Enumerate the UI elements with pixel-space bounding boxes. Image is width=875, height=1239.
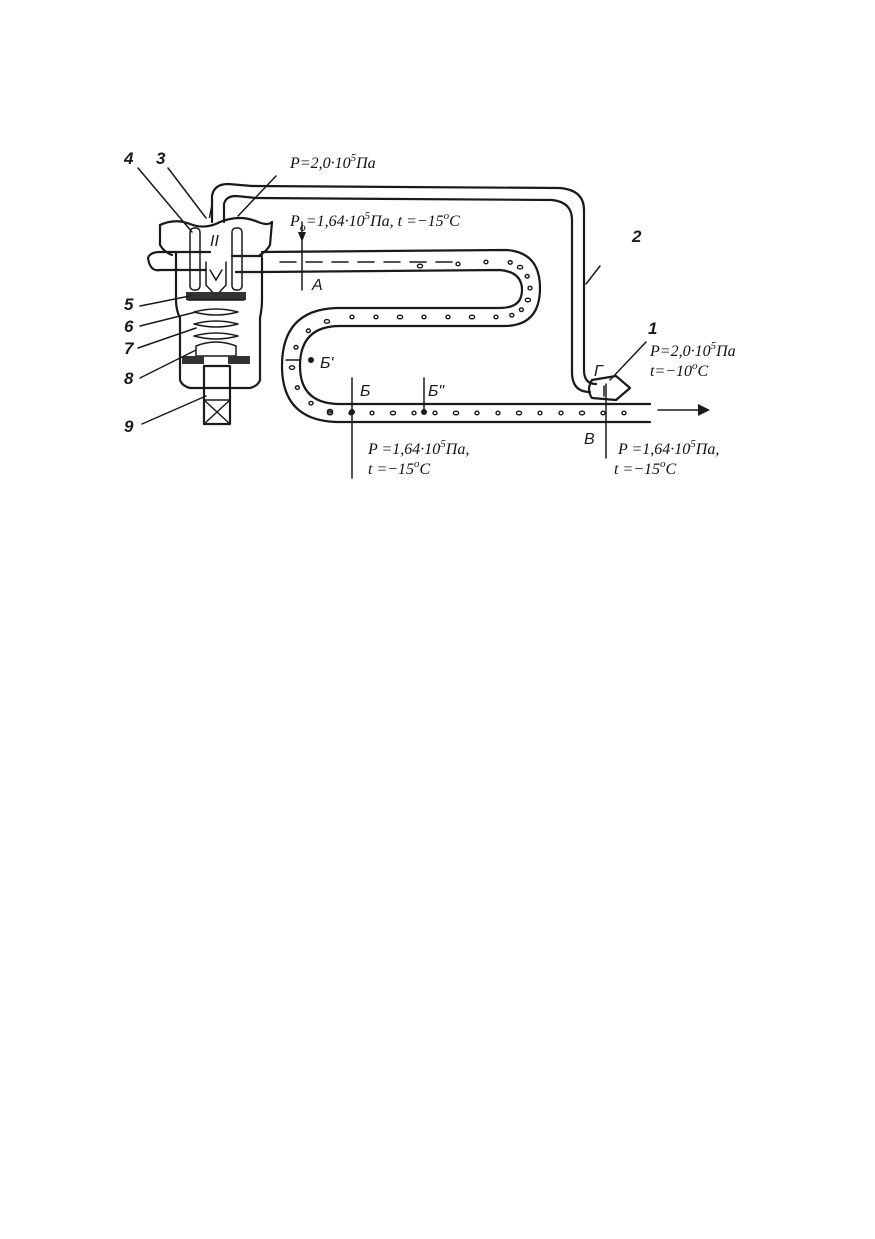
part-number-3: 3 [156, 149, 166, 168]
sensing-bulb [587, 374, 632, 402]
valve-body [146, 182, 274, 426]
bubble [516, 264, 524, 270]
annotation-top-pressure: P=2,0·105Па [289, 152, 376, 172]
annotation-point-b-temperature: t =−15оС [368, 458, 431, 478]
bubble [421, 314, 427, 320]
bubble [495, 410, 501, 416]
part-number-4: 4 [123, 149, 134, 168]
bubble [493, 314, 499, 320]
bubble [288, 365, 296, 371]
part-number-5: 5 [124, 295, 134, 314]
bubble [524, 273, 530, 279]
bubble [474, 410, 480, 416]
point-B-double-label: Б" [428, 383, 445, 400]
bubble [558, 410, 564, 416]
bubble [416, 263, 424, 269]
bubble [323, 318, 331, 324]
section-marks [285, 221, 607, 479]
part-number-8: 8 [124, 369, 134, 388]
bubble [389, 410, 397, 416]
bubble [294, 385, 301, 391]
annotation-point-b-pressure: P =1,64·105Па, [367, 438, 469, 458]
evaporator-coil [260, 248, 652, 424]
bubble [537, 410, 543, 416]
bubble [293, 344, 299, 350]
bubble [507, 259, 513, 265]
annotations: P=2,0·105Па Pо=1,64·105Па, t =−15оС P=2,… [289, 152, 736, 478]
outlet-arrow [657, 404, 710, 416]
bubble [600, 410, 606, 416]
part-number-2: 2 [631, 227, 642, 246]
bubble [452, 410, 460, 416]
bubble [308, 400, 314, 406]
bubble [524, 297, 532, 303]
bubble [349, 314, 355, 320]
bubble [396, 314, 404, 320]
part-number-9: 9 [124, 417, 134, 436]
annotation-outlet-state: Pо=1,64·105Па, t =−15оС [289, 210, 460, 234]
bubble [455, 261, 461, 267]
point-B-prime-label: Б' [320, 355, 334, 372]
bubble [527, 285, 533, 291]
part-number-6: 6 [124, 317, 134, 336]
annotation-point-v-pressure: P =1,64·105Па, [617, 438, 719, 458]
refrigerant-bubbles [288, 259, 627, 416]
chamber-I-label: I [208, 205, 213, 222]
bubble [518, 307, 525, 313]
bubble [369, 410, 375, 416]
letter-labels: I II А Б' Б Б" В Г [208, 205, 604, 448]
bubble [432, 410, 438, 416]
point-B-label: Б [360, 383, 370, 400]
bubble [578, 410, 586, 416]
bubble [373, 314, 379, 320]
point-V-label: В [584, 431, 595, 448]
capillary-tube [250, 184, 598, 394]
bubble [621, 410, 627, 416]
annotation-point-v-temperature: t =−15оС [614, 458, 677, 478]
annotation-bulb-temperature: t=−10оС [650, 360, 709, 380]
bubble [326, 408, 334, 414]
bubble [445, 314, 451, 320]
leader-lines [137, 167, 647, 425]
bubble [411, 410, 417, 416]
bubble [515, 410, 523, 416]
part-numbers: 4 3 5 6 7 8 9 2 1 [123, 149, 657, 436]
part-number-1: 1 [648, 319, 657, 338]
point-G-label: Г [594, 363, 604, 380]
chamber-II-label: II [210, 233, 219, 250]
bubble [509, 312, 515, 318]
bubble [305, 328, 312, 334]
bubble [468, 314, 476, 320]
annotation-bulb-pressure: P=2,0·105Па [649, 340, 736, 360]
point-A-label: А [311, 277, 323, 294]
bubble [483, 259, 489, 265]
part-number-7: 7 [124, 339, 135, 358]
